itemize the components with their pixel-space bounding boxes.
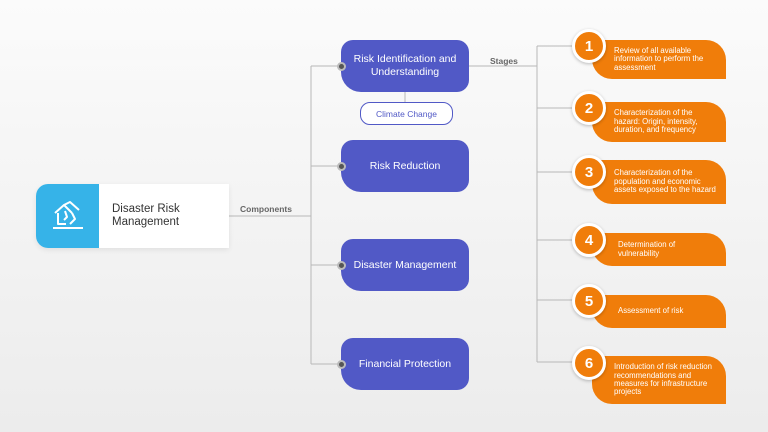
stage-1-box: Review of all available information to p… bbox=[592, 40, 726, 79]
stage-1-text: Review of all available information to p… bbox=[614, 45, 704, 72]
components-edge-label: Components bbox=[240, 204, 292, 214]
component-disaster-management: Disaster Management bbox=[341, 239, 469, 291]
stage-4-box: Determination of vulnerability bbox=[592, 233, 726, 266]
climate-change-node: Climate Change bbox=[360, 102, 453, 125]
collapsed-house-icon bbox=[36, 184, 99, 248]
stage-6-number: 6 bbox=[572, 346, 606, 380]
root-label: Disaster Risk Management bbox=[112, 203, 180, 228]
component-risk-reduction: Risk Reduction bbox=[341, 140, 469, 192]
stages-edge-label: Stages bbox=[490, 56, 518, 66]
stage-2-box: Characterization of the hazard: Origin, … bbox=[592, 102, 726, 142]
stage-5-text: Assessment of risk bbox=[618, 306, 684, 316]
component-financial-protection: Financial Protection bbox=[341, 338, 469, 390]
stage-5-box: Assessment of risk bbox=[592, 295, 726, 328]
stage-6-text: Introduction of risk reduction recommend… bbox=[614, 362, 712, 397]
connector-dot bbox=[337, 162, 346, 171]
stage-4-text: Determination of vulnerability bbox=[618, 240, 676, 258]
stage-2-number: 2 bbox=[572, 91, 606, 125]
connector-dot bbox=[337, 62, 346, 71]
stage-4-number: 4 bbox=[572, 223, 606, 257]
stage-2-text: Characterization of the hazard: Origin, … bbox=[614, 108, 698, 135]
root-node: Disaster Risk Management bbox=[36, 184, 229, 248]
component-risk-identification: Risk Identification and Understanding bbox=[341, 40, 469, 92]
connector-dot bbox=[337, 261, 346, 270]
connector-dot bbox=[337, 360, 346, 369]
stage-3-number: 3 bbox=[572, 155, 606, 189]
stage-1-number: 1 bbox=[572, 29, 606, 63]
stage-6-box: Introduction of risk reduction recommend… bbox=[592, 356, 726, 404]
stage-5-number: 5 bbox=[572, 284, 606, 318]
stage-3-box: Characterization of the population and e… bbox=[592, 160, 726, 204]
stage-3-text: Characterization of the population and e… bbox=[614, 168, 716, 195]
